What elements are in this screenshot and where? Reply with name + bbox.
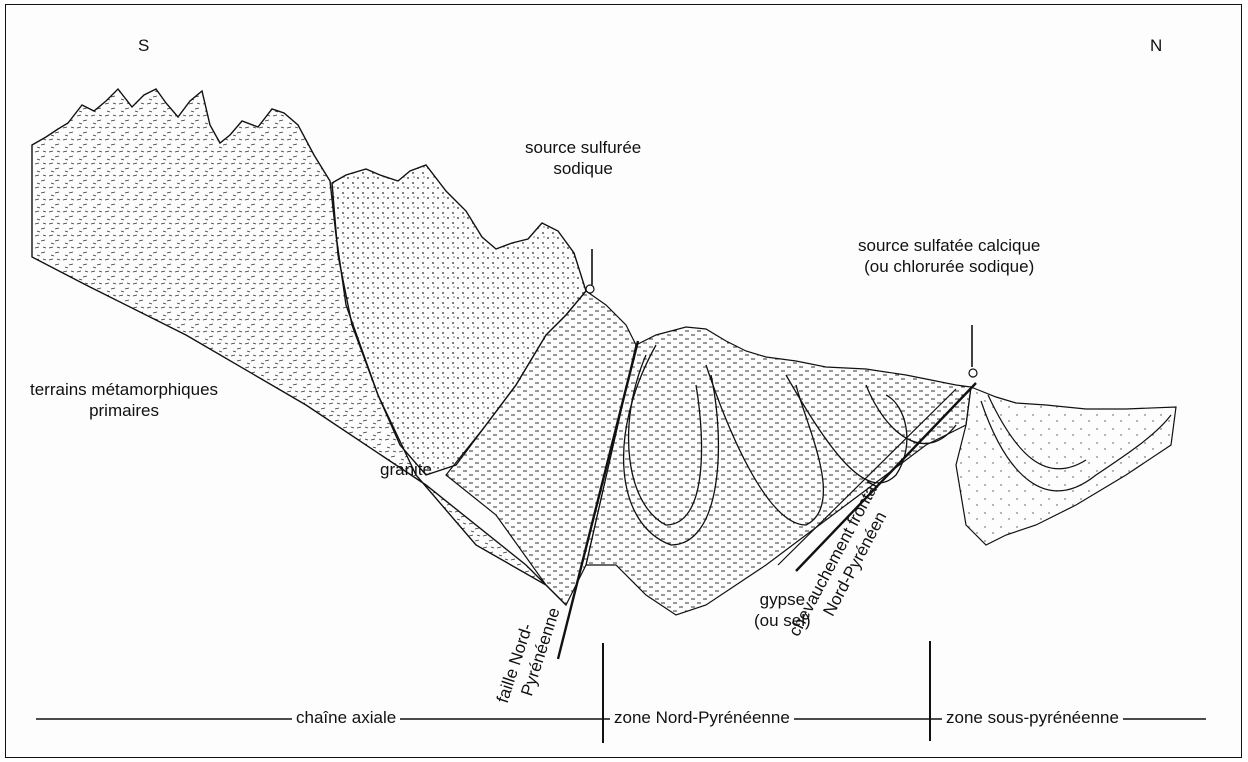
zone-sub-pyrenean: zone sous-pyrénéenne <box>942 708 1123 728</box>
sulphur-spring-line-1: source sulfurée <box>525 137 641 158</box>
sulphate-spring-label: source sulfatée calcique (ou chlorurée s… <box>858 235 1040 277</box>
sulphur-spring-label: source sulfurée sodique <box>525 137 641 179</box>
figure-frame: S N terrains métamorphiques primaires gr… <box>5 4 1242 758</box>
metamorphic-label-line-1: terrains métamorphiques <box>30 379 218 400</box>
zone-north-pyrenean: zone Nord-Pyrénéenne <box>610 708 794 728</box>
metamorphic-label: terrains métamorphiques primaires <box>30 379 218 421</box>
north-label: N <box>1150 35 1162 56</box>
sulphate-spring-line-1: source sulfatée calcique <box>858 235 1040 256</box>
sulphur-spring-line-2: sodique <box>525 158 641 179</box>
metamorphic-label-line-2: primaires <box>30 400 218 421</box>
sulphate-spring-line-2: (ou chlorurée sodique) <box>858 256 1040 277</box>
zone-axial-chain: chaîne axiale <box>292 708 400 728</box>
sulphate-spring-marker <box>969 369 977 377</box>
south-label: S <box>138 35 149 56</box>
granite-label: granite <box>380 459 432 480</box>
sub-pyrenean-unit <box>956 387 1176 545</box>
sulphur-spring-marker <box>586 285 594 293</box>
